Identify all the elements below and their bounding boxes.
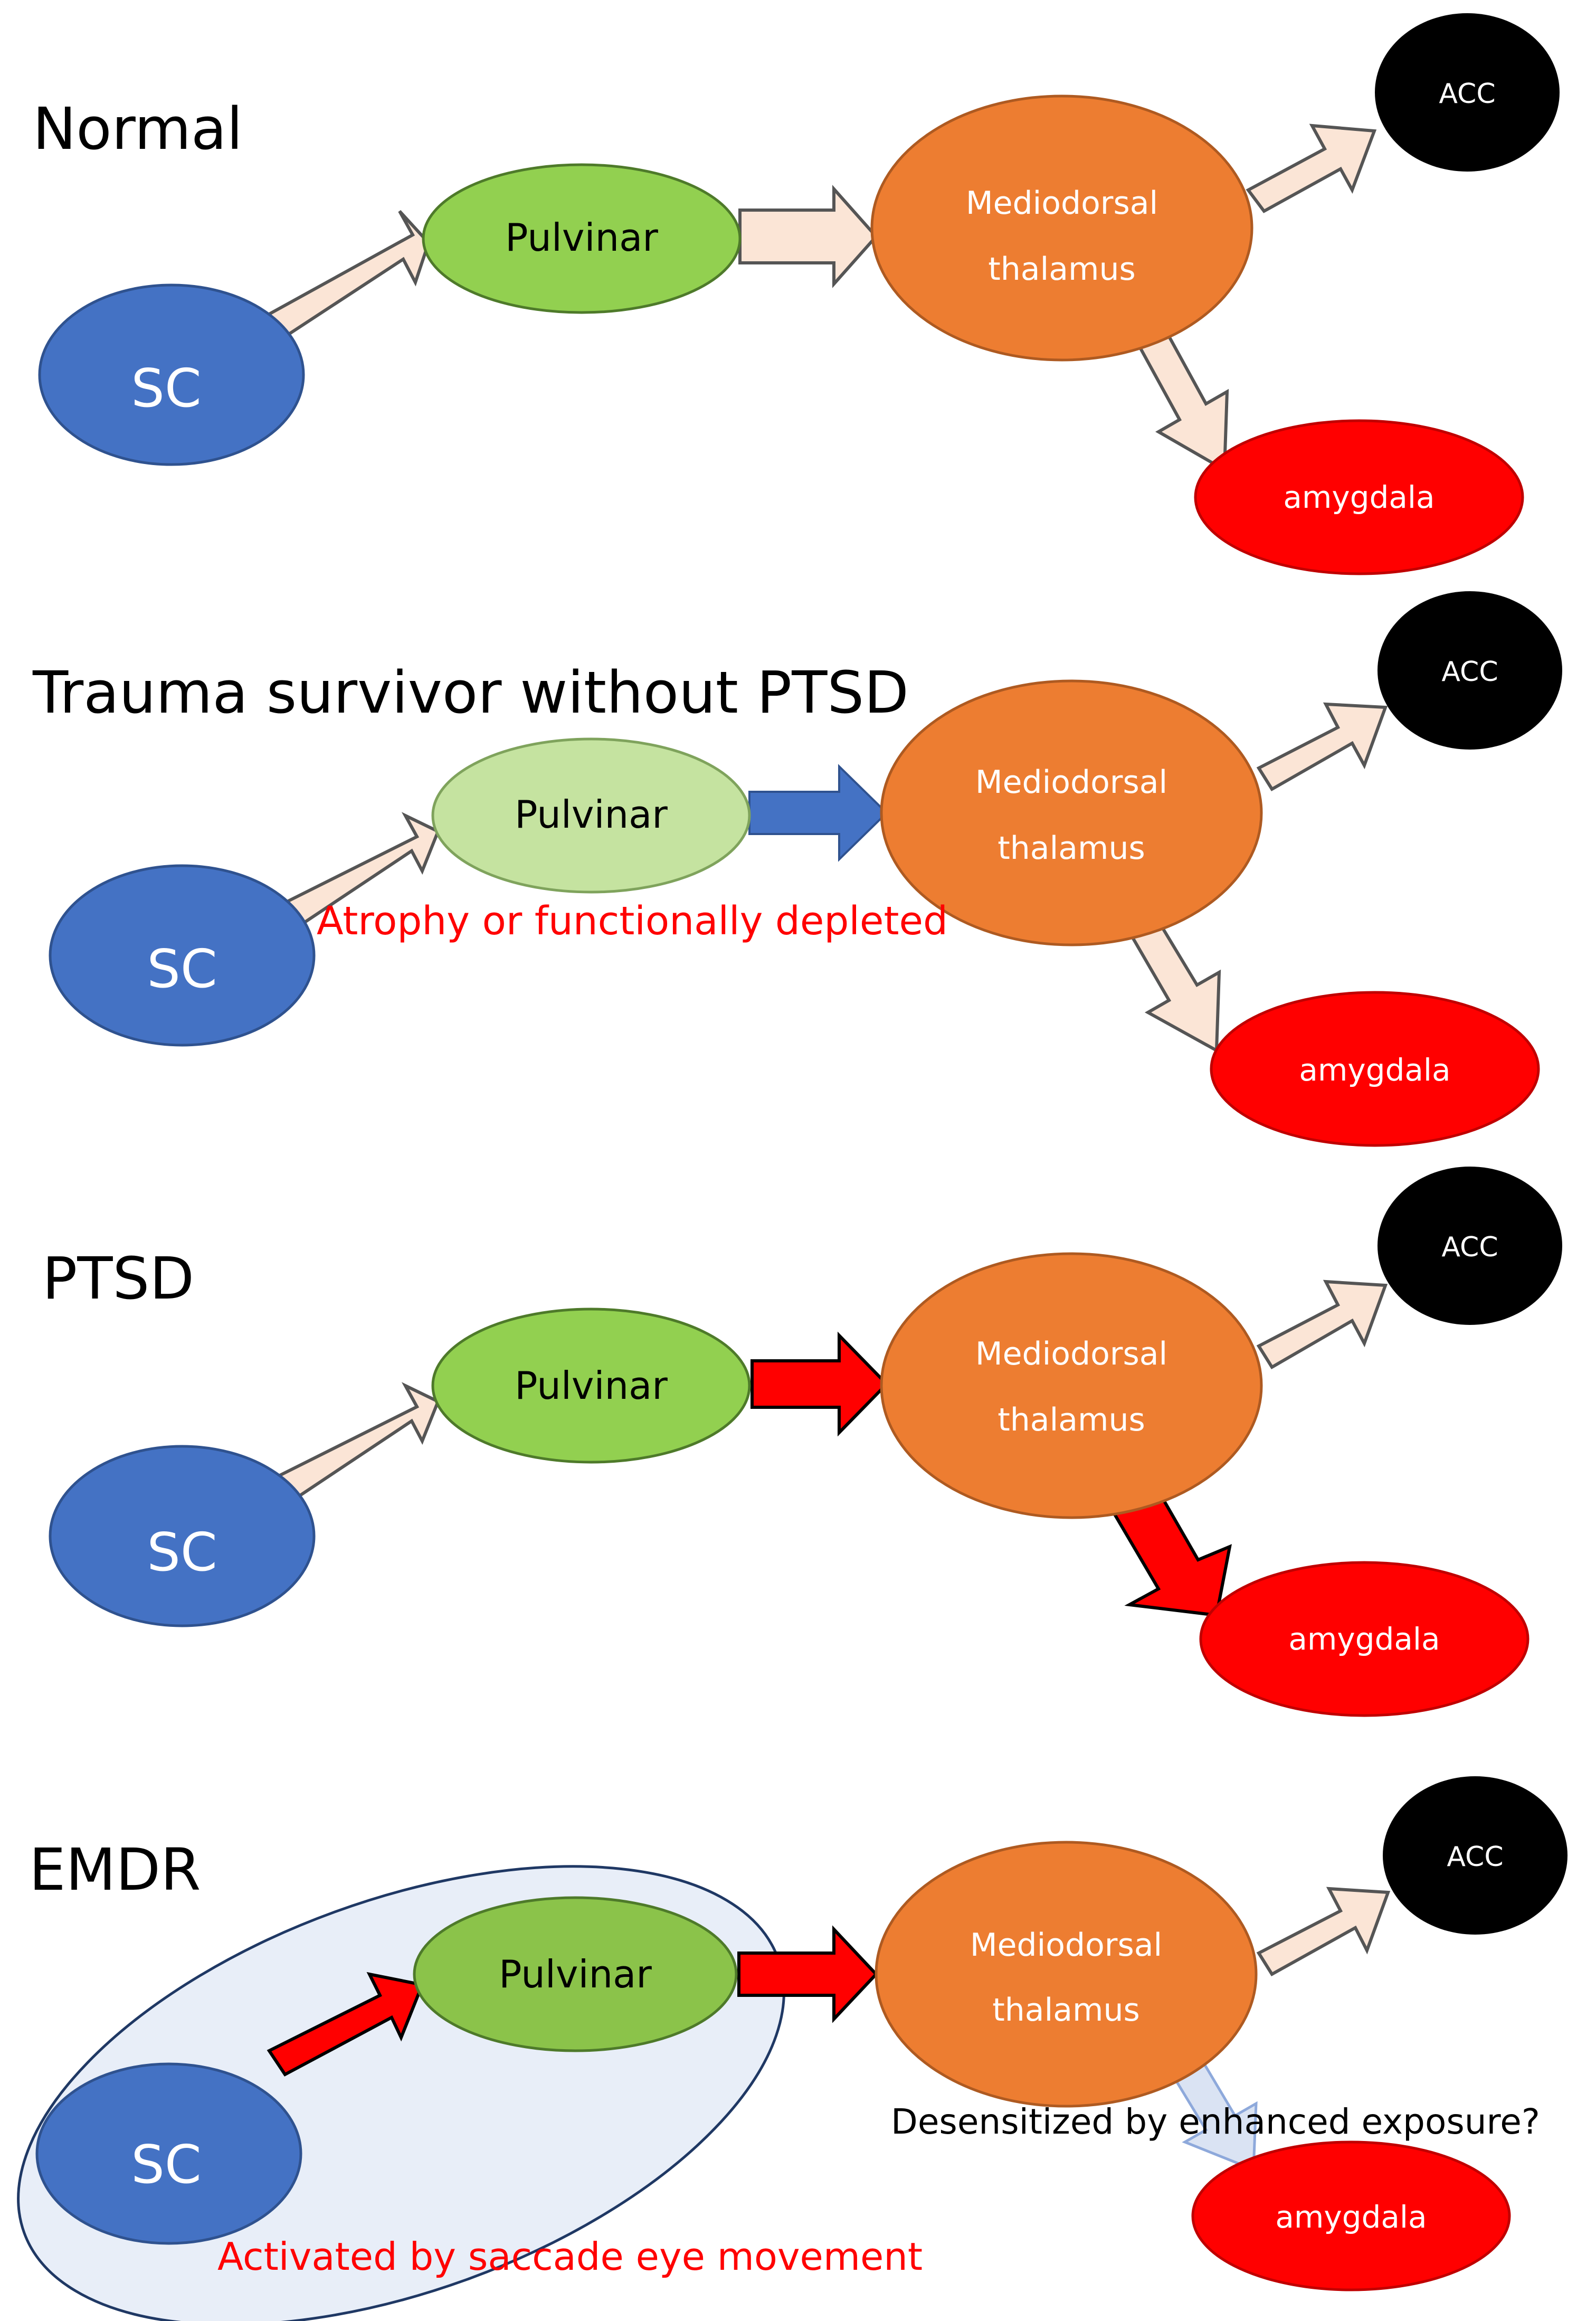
node-acc	[1375, 13, 1560, 172]
node-mediodorsal-label-2: thalamus	[992, 1992, 1140, 2029]
arrow-pulvinar-to-mediodorsal-blue	[748, 764, 888, 862]
node-amygdala-label: amygdala	[1275, 2199, 1427, 2235]
node-acc-label: ACC	[1439, 78, 1495, 110]
node-acc-label: ACC	[1447, 1841, 1503, 1873]
node-sc-label: SC	[147, 1521, 217, 1583]
arrow-mediodorsal-to-acc	[1256, 1280, 1388, 1370]
node-mediodorsal-label-1: Mediodorsal	[975, 1335, 1167, 1372]
panel-ptsd: PTSD SC Pulvinar Mediodorsal thalamus AC…	[42, 1167, 1562, 1717]
annotation-saccade: Activated by saccade eye movement	[217, 2234, 923, 2279]
node-acc-label: ACC	[1441, 1231, 1498, 1263]
panel-title: Trauma survivor without PTSD	[32, 659, 909, 726]
node-mediodorsal-label-2: thalamus	[998, 1401, 1145, 1438]
arrow-sc-to-pulvinar-red	[267, 1972, 425, 2077]
node-pulvinar-label: Pulvinar	[505, 215, 658, 260]
node-sc-label: SC	[131, 2134, 201, 2195]
node-sc	[49, 864, 316, 1047]
arrow-sc-to-pulvinar	[277, 812, 440, 933]
node-amygdala	[1210, 991, 1540, 1147]
panel-trauma-survivor: Trauma survivor without PTSD SC Pulvinar…	[32, 591, 1562, 1147]
node-amygdala-label: amygdala	[1283, 479, 1434, 515]
arrow-pulvinar-to-mediodorsal-red	[750, 1331, 889, 1437]
node-sc-label: SC	[147, 938, 217, 1000]
arrow-mediodorsal-to-acc	[1256, 1887, 1391, 1977]
node-amygdala	[1194, 419, 1524, 575]
node-pulvinar	[422, 163, 742, 314]
node-mediodorsal	[880, 679, 1263, 946]
node-sc	[49, 1445, 316, 1627]
node-mediodorsal	[875, 1841, 1258, 2108]
node-mediodorsal	[870, 94, 1253, 362]
node-sc-label: SC	[131, 357, 201, 419]
panel-emdr: EMDR SC Pulvinar Mediodorsal thalamus AC…	[17, 1776, 1568, 2321]
node-amygdala-label: amygdala	[1288, 1621, 1440, 1657]
node-mediodorsal-label-1: Mediodorsal	[966, 185, 1158, 222]
node-pulvinar	[431, 1308, 751, 1464]
panel-title: Normal	[33, 95, 243, 163]
panel-title: EMDR	[29, 1836, 201, 1903]
node-acc-label: ACC	[1441, 656, 1498, 688]
annotation-atrophy: Atrophy or functionally depleted	[317, 898, 948, 944]
arrow-mediodorsal-to-acc	[1246, 124, 1377, 213]
arrow-sc-to-pulvinar	[267, 210, 431, 341]
panel-normal: Normal SC Pulvinar Mediodorsal thalamus …	[33, 13, 1560, 575]
panel-title: PTSD	[42, 1245, 194, 1312]
annotation-desensitized: Desensitized by enhanced exposure?	[891, 2101, 1540, 2142]
arrow-pulvinar-to-mediodorsal	[738, 185, 879, 288]
node-mediodorsal-label-2: thalamus	[988, 251, 1136, 288]
node-sc	[38, 283, 305, 466]
node-amygdala	[1191, 2140, 1511, 2291]
node-acc	[1383, 1776, 1568, 1935]
node-pulvinar	[413, 1896, 738, 2052]
node-sc	[35, 2062, 302, 2245]
node-pulvinar-label: Pulvinar	[499, 1952, 652, 1996]
node-pulvinar-label: Pulvinar	[515, 1363, 668, 1408]
node-pulvinar-label: Pulvinar	[515, 792, 668, 837]
node-amygdala	[1199, 1561, 1530, 1717]
node-acc	[1378, 591, 1562, 750]
arrow-pulvinar-to-mediodorsal-red	[737, 1925, 879, 2023]
node-mediodorsal-label-1: Mediodorsal	[970, 1927, 1162, 1964]
arrow-mediodorsal-to-acc	[1256, 702, 1388, 792]
node-pulvinar-atrophy	[431, 737, 751, 894]
node-mediodorsal-label-2: thalamus	[998, 830, 1145, 867]
node-mediodorsal-label-1: Mediodorsal	[975, 764, 1167, 801]
node-mediodorsal	[880, 1252, 1263, 1519]
arrow-sc-to-pulvinar	[277, 1382, 440, 1503]
node-amygdala-label: amygdala	[1299, 1052, 1450, 1088]
node-acc	[1378, 1167, 1562, 1325]
